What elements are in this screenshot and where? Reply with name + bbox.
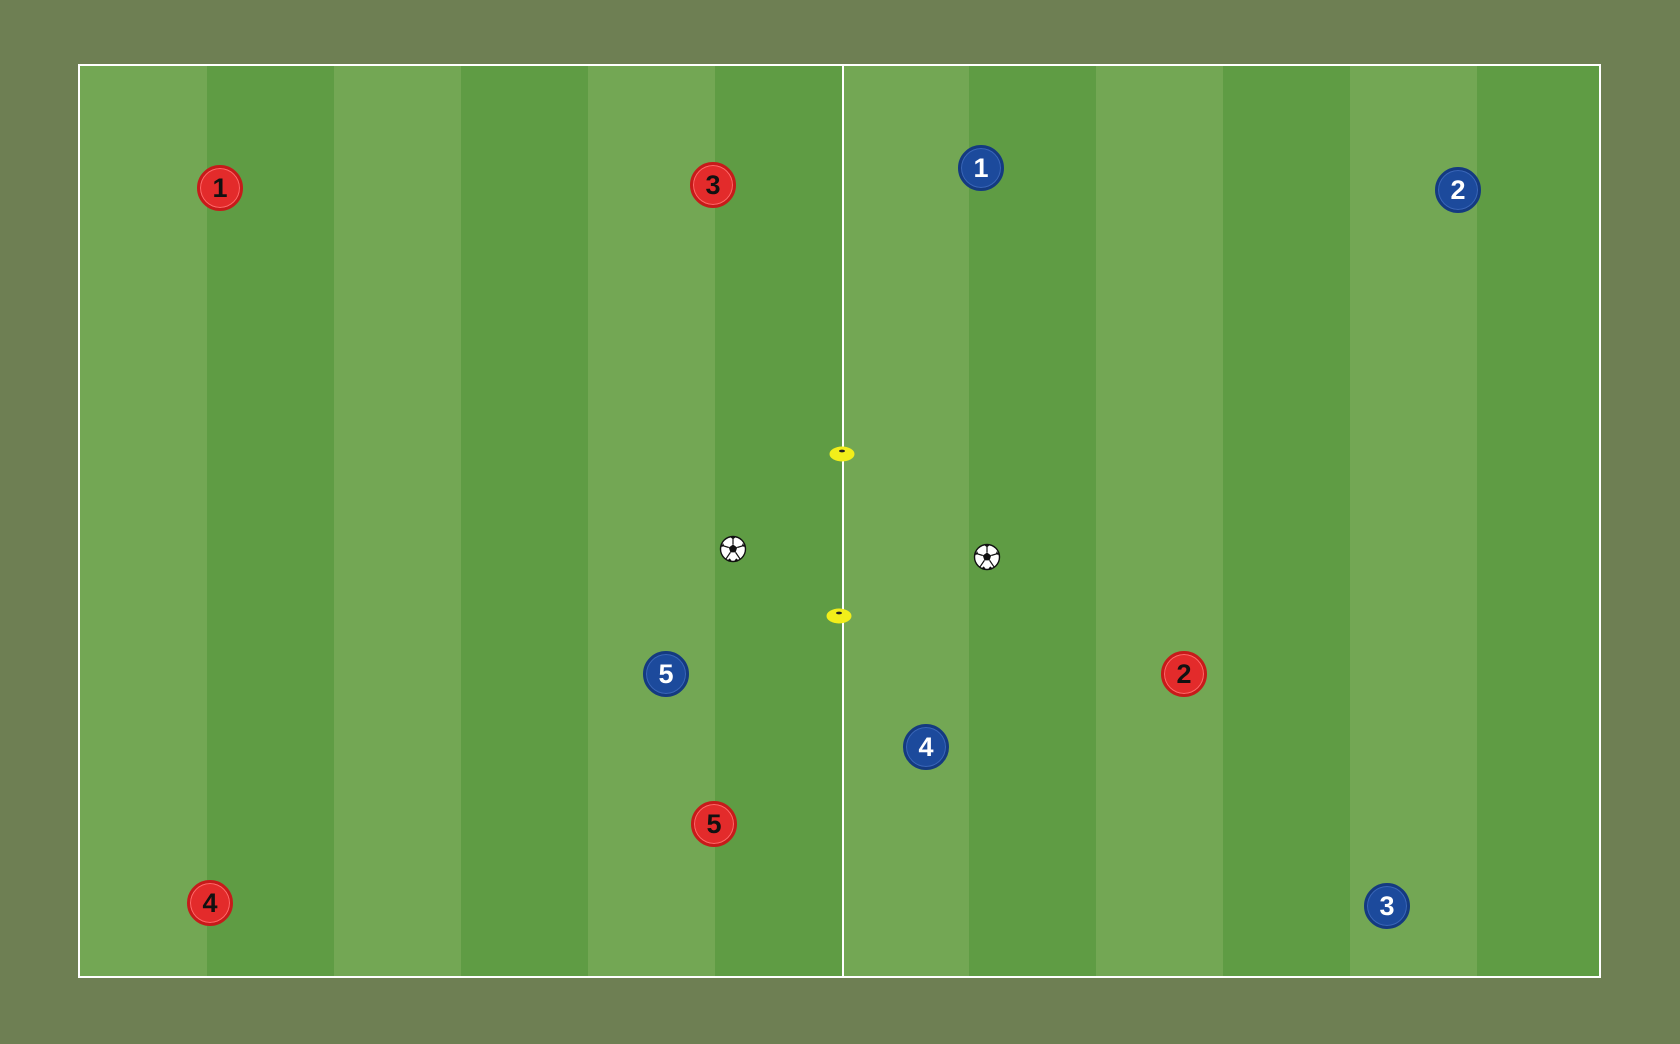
blue-player-1[interactable]: 1 (958, 145, 1004, 191)
blue-player-4[interactable]: 4 (903, 724, 949, 770)
pitch-stripe (461, 66, 588, 976)
soccer-ball-icon[interactable] (973, 543, 1001, 571)
pitch-stripe (1477, 66, 1599, 976)
blue-player-2[interactable]: 2 (1435, 167, 1481, 213)
pitch-stripe (1096, 66, 1223, 976)
blue-player-5[interactable]: 5 (643, 651, 689, 697)
soccer-ball-icon[interactable] (719, 535, 747, 563)
red-player-3[interactable]: 3 (690, 162, 736, 208)
red-player-5[interactable]: 5 (691, 801, 737, 847)
red-player-1[interactable]: 1 (197, 165, 243, 211)
red-player-2[interactable]: 2 (1161, 651, 1207, 697)
pitch-stripe (1350, 66, 1477, 976)
pitch-stripe (715, 66, 842, 976)
blue-player-3[interactable]: 3 (1364, 883, 1410, 929)
pitch-stripe (1223, 66, 1350, 976)
halfway-line (842, 66, 844, 976)
pitch-stripe (588, 66, 715, 976)
pitch: 1 3 4 5 2 1 2 5 4 3 (78, 64, 1601, 978)
cone-icon[interactable] (829, 446, 855, 462)
pitch-stripe (842, 66, 969, 976)
pitch-stripe (80, 66, 207, 976)
pitch-stripe (207, 66, 334, 976)
cone-icon[interactable] (826, 608, 852, 624)
red-player-4[interactable]: 4 (187, 880, 233, 926)
pitch-stripe (334, 66, 461, 976)
pitch-stripe (969, 66, 1096, 976)
